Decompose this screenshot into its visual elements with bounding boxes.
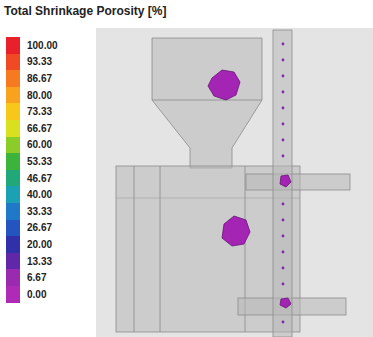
legend-row: 93.33 [6,54,58,71]
upper-runner [246,174,350,190]
legend-value: 86.67 [27,73,52,84]
legend-value: 93.33 [27,56,52,67]
legend-value: 26.67 [27,222,52,233]
porosity-dot [282,43,285,46]
legend-swatch [6,70,20,87]
porosity-dot [282,267,285,270]
legend-row: 13.33 [6,253,58,270]
legend-value: 60.00 [27,139,52,150]
porosity-blob [208,70,240,100]
porosity-blob [222,216,250,246]
legend-row: 26.67 [6,220,58,237]
legend-swatch [6,236,20,253]
legend-value: 33.33 [27,206,52,217]
porosity-blob [280,175,291,187]
legend-row: 80.00 [6,87,58,104]
legend-value: 40.00 [27,189,52,200]
legend-value: 66.67 [27,123,52,134]
legend-row: 6.67 [6,269,58,286]
porosity-dot [282,235,285,238]
porosity-dot [282,219,285,222]
porosity-dot [282,75,285,78]
legend-row: 0.00 [6,286,58,303]
legend-row: 53.33 [6,153,58,170]
legend-swatch [6,269,20,286]
legend-swatch [6,186,20,203]
legend-swatch [6,120,20,137]
legend-row: 60.00 [6,137,58,154]
legend-row: 86.67 [6,70,58,87]
legend-swatch [6,153,20,170]
legend-row: 66.67 [6,120,58,137]
porosity-dot [282,91,285,94]
legend-swatch [6,103,20,120]
porosity-dot [282,59,285,62]
legend-swatch [6,170,20,187]
sprue [273,30,292,337]
porosity-dot [282,107,285,110]
chart-title: Total Shrinkage Porosity [%] [4,4,166,18]
porosity-dot [282,123,285,126]
color-legend: 100.00 93.33 86.67 80.00 73.33 66.67 60.00 53.3… [6,37,58,303]
porosity-dot [282,155,285,158]
legend-value: 100.00 [27,40,58,51]
legend-row: 40.00 [6,186,58,203]
legend-row: 33.33 [6,203,58,220]
legend-value: 46.67 [27,173,52,184]
mold-volume [96,28,373,337]
legend-value: 0.00 [27,289,46,300]
riser-edge [152,100,262,101]
legend-swatch [6,87,20,104]
legend-swatch [6,37,20,54]
legend-swatch [6,253,20,270]
legend-swatch [6,220,20,237]
legend-value: 6.67 [27,272,46,283]
porosity-dot [282,321,285,324]
legend-value: 73.33 [27,106,52,117]
porosity-dot [282,139,285,142]
legend-value: 53.33 [27,156,52,167]
legend-swatch [6,286,20,303]
legend-row: 20.00 [6,236,58,253]
block-edge [116,198,300,199]
legend-swatch [6,203,20,220]
block-edge [134,166,135,332]
porosity-dot [282,283,285,286]
legend-row: 73.33 [6,103,58,120]
legend-value: 13.33 [27,256,52,267]
riser [152,38,262,168]
legend-swatch [6,137,20,154]
block-edge [160,166,161,332]
porosity-blob [280,298,291,308]
porosity-dot [282,251,285,254]
legend-value: 20.00 [27,239,52,250]
legend-swatch [6,54,20,71]
legend-row: 100.00 [6,37,58,54]
porosity-dot [282,203,285,206]
legend-row: 46.67 [6,170,58,187]
legend-value: 80.00 [27,90,52,101]
